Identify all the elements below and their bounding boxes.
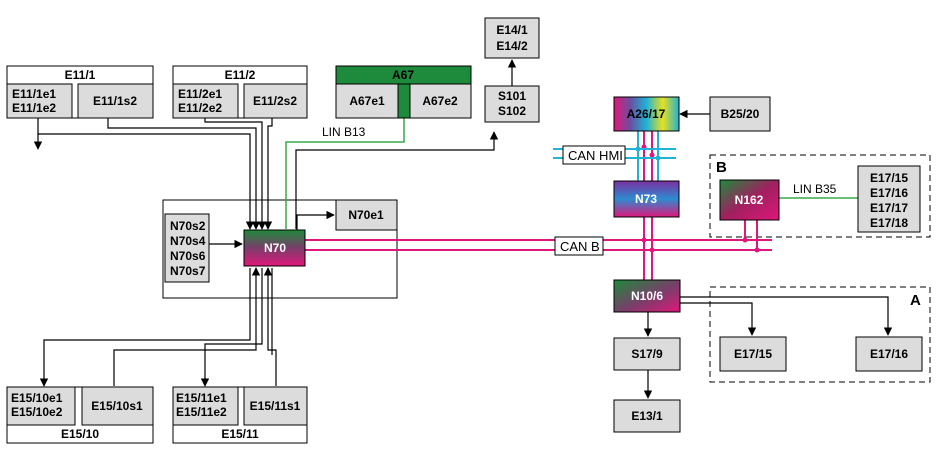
e15-11-left-box [172, 386, 239, 426]
region-b [709, 154, 931, 238]
svg-text:E15/10e1: E15/10e1 [11, 391, 63, 405]
node-n70e1: N70e1 [335, 199, 398, 231]
svg-text:N70s2: N70s2 [170, 219, 206, 233]
e11-2-title: E11/2 [225, 68, 256, 82]
svg-text:E15/10s1: E15/10s1 [91, 399, 143, 413]
node-e13-1: E13/1 [613, 399, 681, 433]
svg-text:N73: N73 [635, 192, 657, 206]
group-e15-11: E15/11e1 E15/11e2 E15/11s1 E15/11 [172, 386, 308, 444]
black-wires [33, 59, 893, 399]
svg-text:N70s4: N70s4 [170, 234, 206, 248]
e11-1-left-box [6, 83, 73, 119]
e15-11-title: E15/11 [221, 427, 259, 441]
svg-text:E15/11s1: E15/11s1 [250, 399, 301, 413]
region-b-label: B [716, 159, 727, 176]
e11-2s2-label: E11/2s2 [253, 94, 297, 108]
lin-b13-label: LIN B13 [322, 125, 366, 139]
svg-text:S102: S102 [498, 104, 526, 118]
svg-text:E17/17: E17/17 [870, 201, 908, 215]
svg-text:E15/10e2: E15/10e2 [11, 405, 63, 419]
e15-11-right-box [243, 386, 308, 426]
region-a-label: A [910, 292, 921, 309]
node-s101: S101 S102 [484, 85, 540, 123]
node-n162: N162 [719, 179, 780, 221]
lin-b35-label: LIN B35 [793, 182, 837, 196]
region-a [709, 286, 931, 383]
group-e11-2: E11/2 E11/2e1 E11/2e2 E11/2s2 [172, 65, 308, 119]
svg-text:S101: S101 [498, 89, 526, 103]
e11-1s2-label: E11/1s2 [93, 94, 137, 108]
svg-text:N70s6: N70s6 [170, 249, 206, 263]
e15-10-left-box [6, 386, 76, 426]
can-b-label-box [554, 236, 604, 256]
e11-1-title: E11/1 [65, 68, 96, 82]
svg-text:N70e1: N70e1 [348, 208, 384, 222]
svg-text:N162: N162 [735, 193, 764, 207]
e11-2-left-box [172, 83, 239, 119]
e11-2e1-label: E11/2e1 [178, 87, 222, 101]
group-a67: A67 A67e1 A67e2 [335, 65, 472, 119]
node-s17-9: S17/9 [613, 337, 681, 371]
svg-text:B25/20: B25/20 [721, 107, 760, 121]
svg-text:E17/16: E17/16 [870, 347, 908, 361]
e11-1e2-label: E11/1e2 [12, 101, 56, 115]
a67e2-label: A67e2 [422, 94, 458, 108]
node-a26-17: A26/17 [613, 96, 680, 132]
a67e2-box [409, 83, 472, 119]
svg-text:E17/15: E17/15 [870, 171, 908, 185]
node-e17-16: E17/16 [855, 336, 923, 372]
e15-10-right-box [81, 386, 154, 426]
node-e17-list: E17/15 E17/16 E17/17 E17/18 [857, 165, 921, 233]
e11-1-right-box [77, 83, 154, 119]
svg-text:E15/11e2: E15/11e2 [176, 405, 227, 419]
svg-text:E14/2: E14/2 [496, 39, 528, 53]
svg-text:E15/11e1: E15/11e1 [176, 391, 227, 405]
a67-connector [397, 83, 411, 119]
svg-text:N70: N70 [264, 241, 286, 255]
a67e1-label: A67e1 [349, 94, 385, 108]
node-b25-20: B25/20 [709, 96, 771, 132]
node-n73: N73 [613, 180, 680, 218]
a67-title: A67 [392, 68, 414, 82]
group-e11-1: E11/1 E11/1e1 E11/1e2 E11/1s2 [6, 65, 154, 119]
e11-2-right-box [243, 83, 308, 119]
svg-text:E17/15: E17/15 [734, 347, 772, 361]
node-e17-15: E17/15 [719, 336, 787, 372]
svg-text:N70s7: N70s7 [170, 264, 206, 278]
svg-text:E13/1: E13/1 [631, 409, 663, 423]
svg-text:E17/16: E17/16 [870, 186, 908, 200]
node-n10-6: N10/6 [613, 279, 681, 313]
svg-text:A26/17: A26/17 [627, 107, 666, 121]
node-e14: E14/1 E14/2 [484, 17, 540, 59]
can-b-label: CAN B [560, 239, 600, 254]
can-hmi-label: CAN HMI [568, 148, 623, 163]
can-hmi-label-box [562, 145, 626, 165]
e11-1e1-label: E11/1e1 [12, 87, 56, 101]
svg-text:E14/1: E14/1 [496, 23, 528, 37]
svg-text:N10/6: N10/6 [631, 289, 663, 303]
node-n70: N70 [243, 229, 306, 267]
svg-text:S17/9: S17/9 [631, 347, 663, 361]
e15-10-title: E15/10 [61, 427, 99, 441]
group-e15-10: E15/10e1 E15/10e2 E15/10s1 E15/10 [6, 386, 154, 444]
e11-2e2-label: E11/2e2 [178, 101, 222, 115]
lin-wires [285, 112, 858, 229]
node-n70-switches: N70s2 N70s4 N70s6 N70s7 [164, 213, 210, 283]
svg-text:E17/18: E17/18 [870, 216, 908, 230]
